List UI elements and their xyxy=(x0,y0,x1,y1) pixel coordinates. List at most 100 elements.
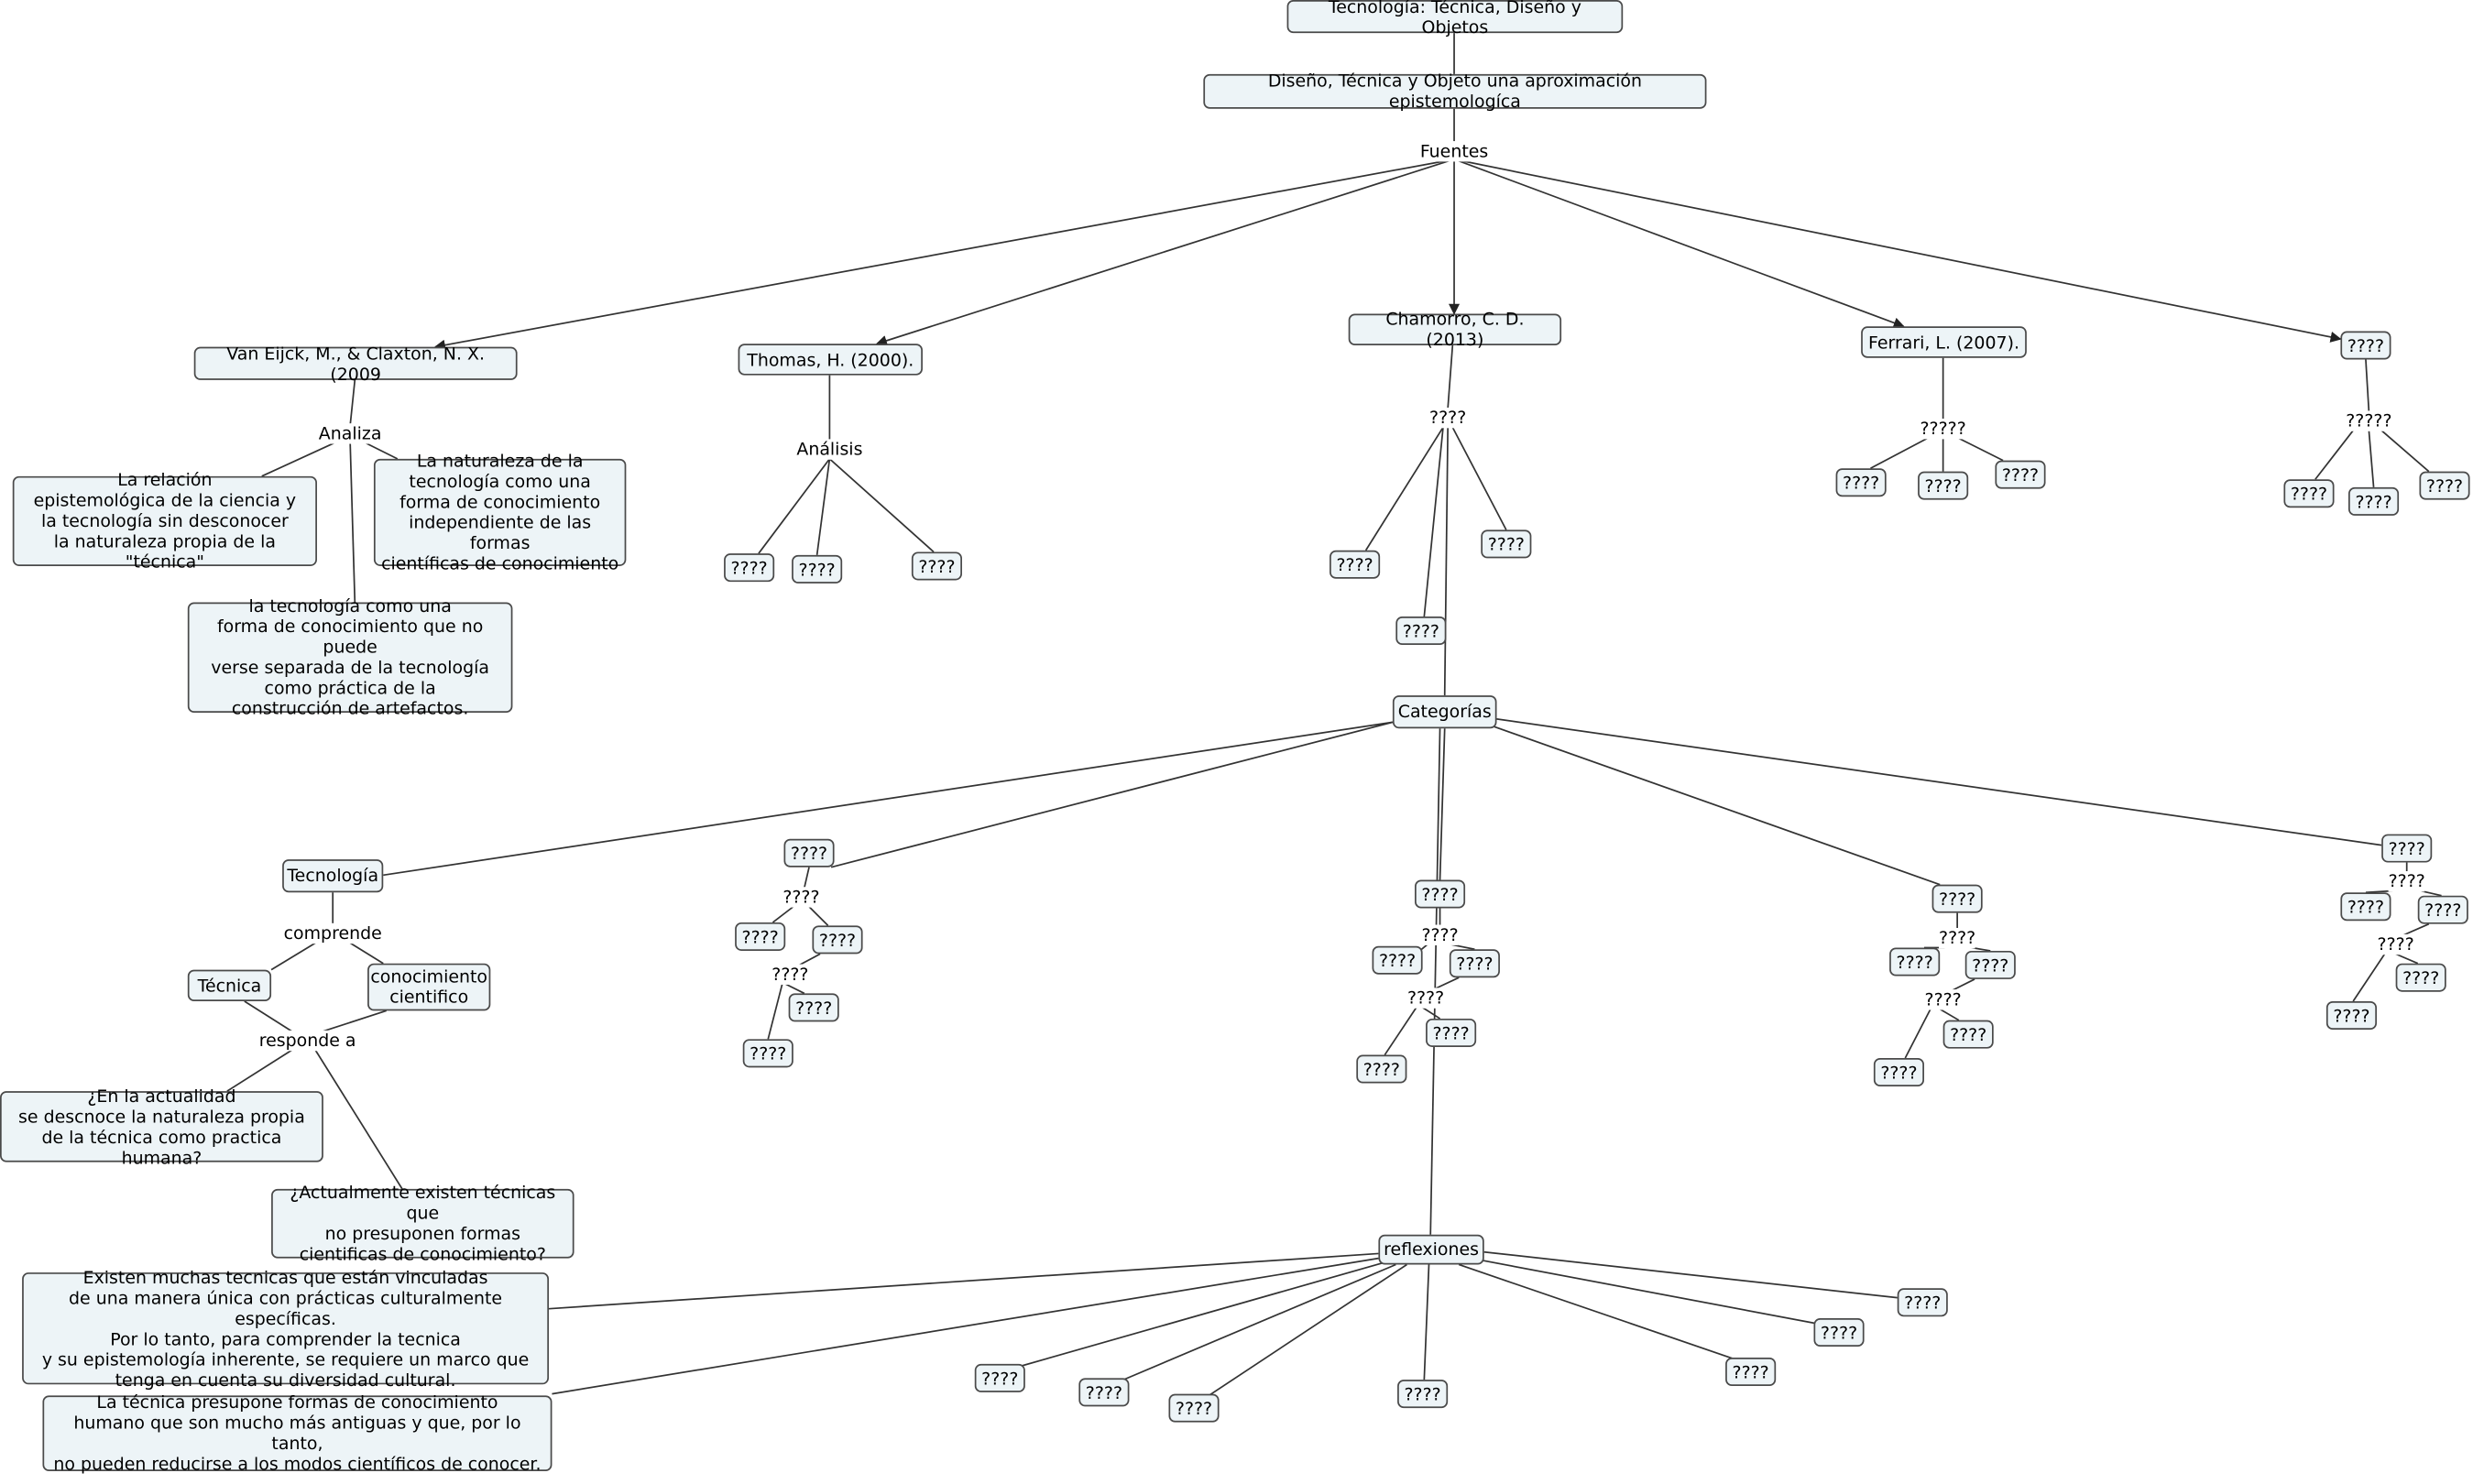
cat2-child-2[interactable]: ???? xyxy=(812,925,863,955)
cat3-child-4[interactable]: ???? xyxy=(1356,1054,1407,1084)
connector-line xyxy=(2380,430,2430,473)
cat2-child-4[interactable]: ???? xyxy=(742,1039,793,1068)
connector-line xyxy=(2365,889,2393,894)
connector-line xyxy=(815,458,831,556)
connector-line xyxy=(1206,1263,1407,1398)
connector-line xyxy=(1423,1264,1430,1380)
connector-line xyxy=(2368,430,2375,487)
cat5-child-4[interactable]: ???? xyxy=(2325,1001,2377,1031)
connector-line xyxy=(1479,1259,1822,1326)
phrase-responde: responde a xyxy=(258,1030,356,1052)
connector-line xyxy=(1952,978,1975,991)
node-reflexiones[interactable]: reflexiones xyxy=(1378,1234,1484,1265)
connector-line xyxy=(830,721,1394,868)
connector-line xyxy=(226,1049,292,1092)
cat4-child-1[interactable]: ???? xyxy=(1889,947,1941,977)
cat3-head[interactable]: ???? xyxy=(1415,879,1466,909)
phrase-ferrari: ????? xyxy=(1920,419,1966,440)
root-node[interactable]: Tecnología: Técnica, Diseño y Objetos xyxy=(1286,0,1624,37)
source-van-eijck[interactable]: Van Eijck, M., & Claxton, N. X. (2009 xyxy=(193,343,518,384)
node-tecnologia[interactable]: Tecnología xyxy=(282,859,384,893)
phrase-fuentes: Fuentes xyxy=(1419,141,1489,162)
ferrari-child-2[interactable]: ???? xyxy=(1918,471,1969,500)
connector-line xyxy=(1384,1007,1417,1056)
connector-line xyxy=(1483,1250,1898,1299)
chamorro-child-2[interactable]: ???? xyxy=(1395,617,1447,646)
connector-line xyxy=(1422,1007,1441,1020)
cat5-head[interactable]: ???? xyxy=(2381,834,2433,863)
reflection-child-1[interactable]: ???? xyxy=(974,1363,1025,1392)
connector-line xyxy=(1958,437,2004,462)
connector-line xyxy=(1451,427,1507,530)
cat5-child-2[interactable]: ???? xyxy=(2417,895,2468,924)
reflection-child-5[interactable]: ???? xyxy=(1725,1358,1777,1387)
connector-line xyxy=(1453,158,1905,329)
connector-line xyxy=(784,983,805,995)
node-question-2[interactable]: ¿Actualmente existen técnicas que no pre… xyxy=(271,1183,574,1264)
reflection-1[interactable]: Existen muchas tecnicas que están vincul… xyxy=(22,1267,550,1390)
connector-line xyxy=(1939,1008,1960,1021)
phrase-analisis: Análisis xyxy=(796,439,863,460)
node-forma[interactable]: la tecnología como una forma de conocimi… xyxy=(187,596,513,719)
reflection-child-7[interactable]: ???? xyxy=(1897,1288,1948,1317)
connector-line xyxy=(362,441,399,460)
chamorro-child-3[interactable]: ???? xyxy=(1481,529,1532,559)
source-thomas[interactable]: Thomas, H. (2000). xyxy=(738,344,923,376)
ferrari-child-3[interactable]: ???? xyxy=(1995,460,2046,489)
cat4-phrase-2: ???? xyxy=(1924,989,1962,1010)
cat4-phrase-1: ???? xyxy=(1939,927,1976,949)
connector-line xyxy=(1447,344,1454,409)
connector-line xyxy=(2395,953,2419,965)
thomas-child-3[interactable]: ???? xyxy=(911,551,962,581)
cat5-child-3[interactable]: ???? xyxy=(2395,963,2446,992)
source-ferrari[interactable]: Ferrari, L. (2007). xyxy=(1861,326,2027,358)
cat3-child-1[interactable]: ???? xyxy=(1372,945,1423,975)
unknown-child-3[interactable]: ???? xyxy=(2419,471,2470,500)
cat4-child-3[interactable]: ???? xyxy=(1942,1020,1994,1049)
connector-line xyxy=(828,458,935,553)
connector-line xyxy=(2421,889,2442,897)
connector-line xyxy=(1119,1263,1396,1382)
cat4-child-2[interactable]: ???? xyxy=(1964,950,2016,979)
cat2-child-3[interactable]: ???? xyxy=(788,993,839,1022)
connector-line xyxy=(1429,728,1441,1235)
unknown-child-2[interactable]: ???? xyxy=(2348,486,2400,516)
cat2-child-1[interactable]: ???? xyxy=(735,922,786,951)
phrase-analiza: Analiza xyxy=(318,423,382,444)
cat3-child-3[interactable]: ???? xyxy=(1426,1018,1477,1047)
reflection-child-2[interactable]: ???? xyxy=(1078,1378,1130,1407)
ferrari-child-1[interactable]: ???? xyxy=(1835,468,1887,497)
connector-line xyxy=(808,906,829,927)
node-conocimiento[interactable]: conocimiento cientifico xyxy=(367,963,491,1011)
cat4-head[interactable]: ???? xyxy=(1931,884,1983,913)
thomas-child-1[interactable]: ???? xyxy=(724,553,775,583)
source-chamorro[interactable]: Chamorro, C. D. (2013) xyxy=(1348,309,1562,350)
cat4-child-4[interactable]: ???? xyxy=(1873,1057,1924,1086)
connector-line xyxy=(349,441,356,603)
node-relacion[interactable]: La relación epistemológica de la ciencia… xyxy=(12,470,317,573)
phrase-comprende: comprende xyxy=(283,922,382,944)
connector-line xyxy=(1904,1009,1931,1059)
chamorro-child-1[interactable]: ???? xyxy=(1330,550,1381,579)
cat5-child-1[interactable]: ???? xyxy=(2340,892,2391,922)
thomas-child-2[interactable]: ???? xyxy=(792,554,843,584)
connector-line xyxy=(244,1000,292,1032)
connector-line xyxy=(552,1257,1379,1395)
reflection-child-6[interactable]: ???? xyxy=(1813,1318,1865,1347)
source-unknown[interactable]: ???? xyxy=(2340,331,2391,360)
connector-line xyxy=(2314,430,2354,480)
unknown-child-1[interactable]: ???? xyxy=(2283,479,2335,508)
reflection-child-4[interactable]: ???? xyxy=(1397,1380,1449,1409)
node-naturaleza[interactable]: La naturaleza de la tecnología como una … xyxy=(373,451,627,574)
reflection-child-3[interactable]: ???? xyxy=(1168,1393,1220,1423)
node-question-1[interactable]: ¿En la actualidad se descnoce la natural… xyxy=(0,1086,323,1168)
cat2-phrase-2: ???? xyxy=(771,964,809,985)
node-tecnica[interactable]: Técnica xyxy=(187,969,272,1002)
cat3-child-2[interactable]: ???? xyxy=(1449,949,1500,978)
cat2-phrase-1: ???? xyxy=(782,887,820,908)
approach-node[interactable]: Diseño, Técnica y Objeto una aproximació… xyxy=(1203,71,1707,112)
cat2-head[interactable]: ???? xyxy=(783,838,835,867)
reflection-2[interactable]: La técnica presupone formas de conocimie… xyxy=(42,1392,553,1474)
node-categorias[interactable]: Categorías xyxy=(1392,695,1497,729)
